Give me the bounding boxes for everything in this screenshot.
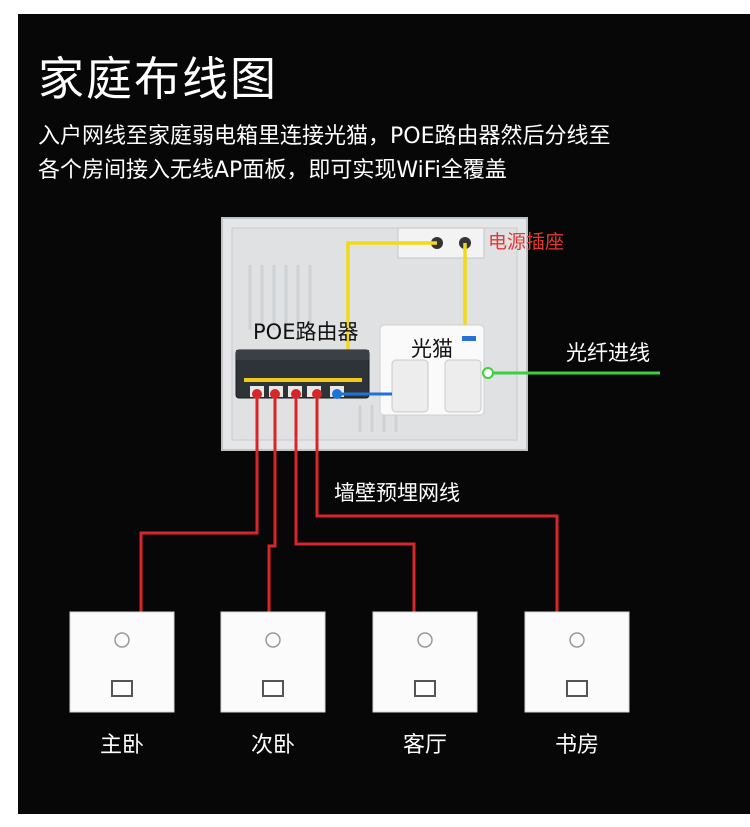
- wall-ap-panel-icon: [524, 611, 630, 713]
- fiber-port: [482, 367, 494, 379]
- poe-router-label: POE路由器: [253, 320, 359, 344]
- description-line-2: 各个房间接入无线AP面板，即可实现WiFi全覆盖: [38, 158, 507, 183]
- room-label-second-bedroom: 次卧: [250, 733, 295, 758]
- wall-ap-panel-icon: [372, 611, 478, 713]
- room-label-living-room: 客厅: [402, 733, 447, 758]
- optical-modem-icon: [379, 324, 485, 416]
- fiber-in-label: 光纤进线: [566, 341, 650, 365]
- wall-ap-panel-icon: [69, 611, 175, 713]
- page-title: 家庭布线图: [38, 52, 278, 106]
- box-ventilation: [248, 265, 312, 330]
- description-line-1: 入户网线至家庭弱电箱里连接光猫，POE路由器然后分线至: [38, 124, 611, 149]
- power-cables: [346, 241, 467, 352]
- room-label-study: 书房: [554, 733, 599, 758]
- wall-cable-label: 墙壁预埋网线: [334, 481, 460, 505]
- power-socket-label: 电源插座: [488, 231, 565, 253]
- room-label-master-bedroom: 主卧: [99, 733, 144, 758]
- lan-cables: [139, 394, 559, 612]
- lan-ports: [252, 389, 322, 399]
- optical-modem-label: 光猫: [411, 337, 453, 361]
- wall-ap-panel-icon: [220, 611, 326, 713]
- uplink-port: [332, 389, 342, 399]
- description: 入户网线至家庭弱电箱里连接光猫，POE路由器然后分线至 各个房间接入无线AP面板…: [38, 120, 718, 188]
